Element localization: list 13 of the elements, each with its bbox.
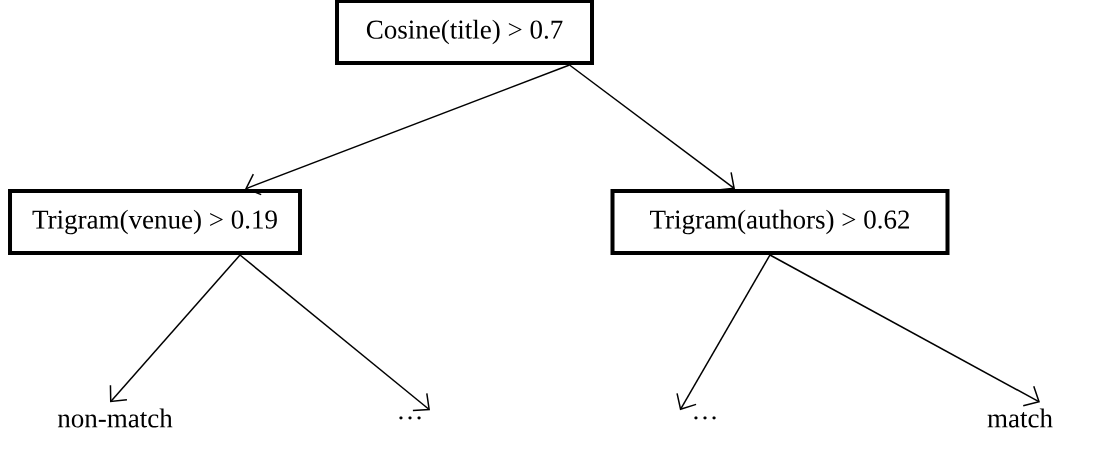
leaf-label: …: [694, 416, 716, 420]
leaf-label: non-match: [57, 408, 173, 428]
leaf-label: …: [399, 416, 421, 420]
arrow: [239, 254, 430, 412]
decision-box: Cosine(title) > 0.7: [335, 0, 594, 65]
decision-box: Trigram(venue) > 0.19: [8, 189, 302, 255]
arrow: [769, 254, 1040, 407]
decision-box: Trigram(authors) > 0.62: [610, 189, 950, 255]
arrow: [676, 254, 771, 411]
leaf-label: match: [987, 408, 1053, 428]
arrow: [109, 254, 241, 403]
arrow: [568, 64, 735, 191]
arrow: [245, 64, 571, 196]
